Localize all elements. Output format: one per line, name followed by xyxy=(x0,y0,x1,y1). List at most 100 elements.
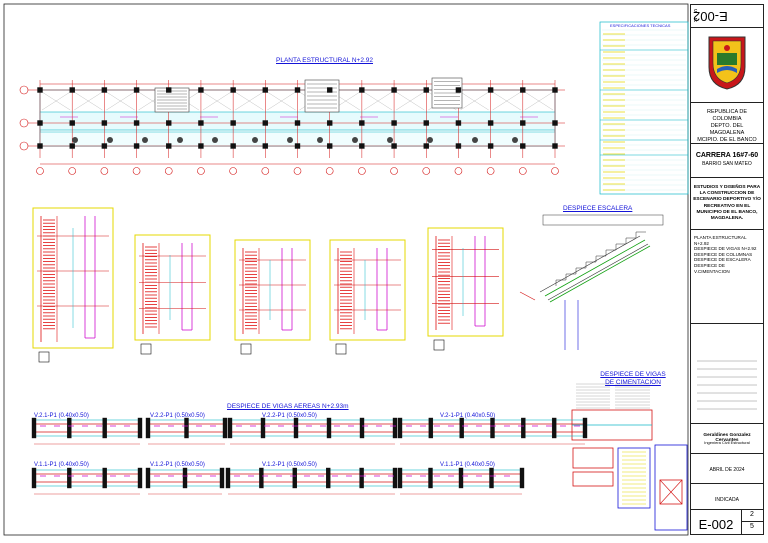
grid-bubble xyxy=(100,167,109,175)
slab-diag xyxy=(106,91,135,111)
contents-line-3: DESPIECE DE COLUMNAS xyxy=(694,251,753,257)
column-panel xyxy=(32,207,114,349)
footing-dot xyxy=(252,137,258,143)
contents-line-4: DESPIECE DE ESCALERA xyxy=(694,257,751,263)
footing-dot xyxy=(427,137,433,143)
revision-lines xyxy=(697,360,757,410)
beam-support xyxy=(102,417,107,439)
beam-support xyxy=(392,417,398,439)
designer-role: Ingeniera Civil Estructural xyxy=(704,440,750,445)
beam-label-8: V.1.1-P1 (0.40x0.50) xyxy=(440,462,495,468)
column xyxy=(262,120,269,126)
column-panel xyxy=(134,234,211,341)
revision-divider xyxy=(691,423,763,424)
beam-support xyxy=(359,417,365,439)
beam-support xyxy=(145,467,151,489)
grid-bubble xyxy=(229,167,237,175)
entity-divider xyxy=(691,143,763,144)
column xyxy=(133,120,140,126)
beam-elevation xyxy=(229,419,396,437)
column xyxy=(198,120,204,126)
column xyxy=(262,143,269,149)
column xyxy=(359,120,365,126)
beam-support xyxy=(31,417,37,439)
grid-bubble xyxy=(519,167,527,175)
beam-support xyxy=(225,467,231,489)
beam-support xyxy=(102,467,107,489)
column xyxy=(262,87,269,93)
footing-dot xyxy=(387,137,393,143)
beam-support xyxy=(292,467,297,489)
column xyxy=(520,87,526,93)
column xyxy=(455,143,462,149)
sheet-number-rotated: 5 xyxy=(694,7,698,13)
entity-line-2: DEPTO. DEL MAGDALENA xyxy=(709,123,745,136)
column xyxy=(133,143,140,149)
column xyxy=(520,143,526,149)
beam-support xyxy=(259,467,264,489)
address-divider xyxy=(691,177,763,178)
sheet-total: 5 xyxy=(750,523,754,530)
footing-dot xyxy=(107,137,113,143)
grid-bubble xyxy=(454,167,463,175)
sheet-total-rotated: 2 xyxy=(694,16,698,22)
column xyxy=(294,120,301,126)
beam-support xyxy=(184,417,189,439)
detail-box xyxy=(572,447,614,469)
fraction-divider-h xyxy=(741,521,763,522)
beam-support xyxy=(67,417,72,439)
slab-diag xyxy=(460,91,489,111)
logo-divider xyxy=(691,102,763,103)
column xyxy=(37,143,43,149)
section-arrow xyxy=(519,291,536,301)
column xyxy=(326,143,333,149)
column xyxy=(166,120,172,126)
beam-support xyxy=(519,467,525,489)
beam-support xyxy=(293,417,299,439)
beam-support xyxy=(145,417,151,439)
beam-support xyxy=(551,417,557,439)
column xyxy=(37,87,43,93)
beam-support xyxy=(182,467,188,489)
grid-bubble xyxy=(36,167,44,175)
beam-support xyxy=(137,467,143,489)
grid-bubble xyxy=(422,167,431,175)
column xyxy=(166,87,172,93)
column xyxy=(294,87,301,93)
grid-bubble xyxy=(19,85,29,95)
staircase-title: DESPIECE ESCALERA xyxy=(563,205,633,212)
section-box xyxy=(433,339,445,351)
date-divider xyxy=(691,483,763,484)
beam-label-3: V.2.2-P1 (0.50x0.50) xyxy=(262,413,317,419)
beam-elevation xyxy=(33,419,141,437)
grid-bubble xyxy=(551,167,559,175)
beam-support xyxy=(428,467,433,489)
column-panel xyxy=(329,239,406,341)
section-box xyxy=(140,343,152,355)
column xyxy=(37,120,43,126)
column-panel xyxy=(234,239,311,341)
slab-diag xyxy=(235,91,264,111)
grid-bubble xyxy=(486,167,495,175)
grid-bubble xyxy=(68,167,76,175)
detail-box xyxy=(659,479,683,505)
stair-rebar xyxy=(549,245,651,303)
beam-support xyxy=(326,467,331,489)
detail-box xyxy=(572,471,614,487)
contents-line-5: DESPIECE DE V.CIMENTACION xyxy=(694,262,730,274)
structural-drawing xyxy=(3,3,689,536)
footing-dot xyxy=(177,137,183,143)
project-description: ESTUDIOS Y DISEÑOS PARA LA CONSTRUCCION … xyxy=(693,185,761,222)
municipal-shield-logo xyxy=(708,36,746,90)
specs-header: ESPECIFICACIONES TECNICAS xyxy=(610,23,671,28)
column xyxy=(326,87,333,93)
designer-name: Geraldines Gonzalez Cervantes xyxy=(703,433,751,443)
column xyxy=(552,87,558,93)
beam-label-5: V.1.1-P1 (0.40x0.50) xyxy=(34,462,89,468)
column xyxy=(230,143,236,149)
grid-bubble xyxy=(19,141,29,151)
beam-label-2: V.2.2-P1 (0.50x0.50) xyxy=(150,413,205,419)
entity-line-3: MCIPIO. DE EL BANCO xyxy=(697,137,757,143)
foundation-beams-title: DESPIECE DE VIGAS DE CIMENTACION xyxy=(600,371,666,386)
column xyxy=(487,143,494,149)
